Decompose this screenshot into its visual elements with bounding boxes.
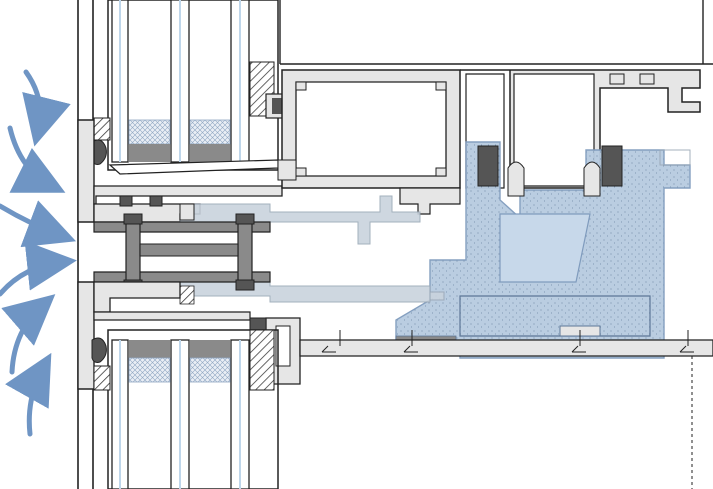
- lower-outer-gasket: [91, 337, 107, 363]
- upper-outer-seal: [93, 117, 111, 141]
- lower-edge-seal: [249, 329, 275, 391]
- upper-spacer-2: [189, 119, 231, 145]
- upper-glass-pane-2: [170, 0, 190, 163]
- upper-glass-unit: [91, 0, 289, 171]
- upper-glass-pane-1: [111, 0, 129, 163]
- lower-glass-pane-1: [111, 339, 129, 489]
- airflow-arrow-6: [5, 352, 52, 437]
- lower-sealant-2: [190, 340, 230, 358]
- lower-spacer-2: [189, 357, 231, 383]
- airflow-arrows: [0, 69, 77, 437]
- airflow-arrow-2: [7, 125, 66, 193]
- core-gasket-left: [477, 145, 499, 187]
- lower-glass-unit: [91, 329, 279, 489]
- lower-sealant-1: [129, 340, 170, 358]
- upper-spacer-1: [128, 119, 171, 145]
- upper-bead-gasket: [272, 98, 282, 114]
- upper-sealant-1: [129, 144, 170, 162]
- core-gasket-right: [601, 145, 623, 187]
- airflow-arrow-4: [0, 240, 77, 297]
- upper-glass-pane-3: [230, 0, 250, 163]
- airflow-arrow-3: [0, 200, 77, 248]
- lower-glass-pane-2: [170, 339, 190, 489]
- upper-sealant-2: [190, 144, 230, 162]
- upper-frame-profile: [77, 69, 461, 223]
- lower-glass-pane-3: [230, 339, 250, 489]
- lower-spacer-1: [128, 357, 171, 383]
- dimension-ticks: [321, 330, 694, 489]
- lower-outer-seal: [93, 365, 111, 391]
- airflow-arrow-1: [22, 69, 71, 147]
